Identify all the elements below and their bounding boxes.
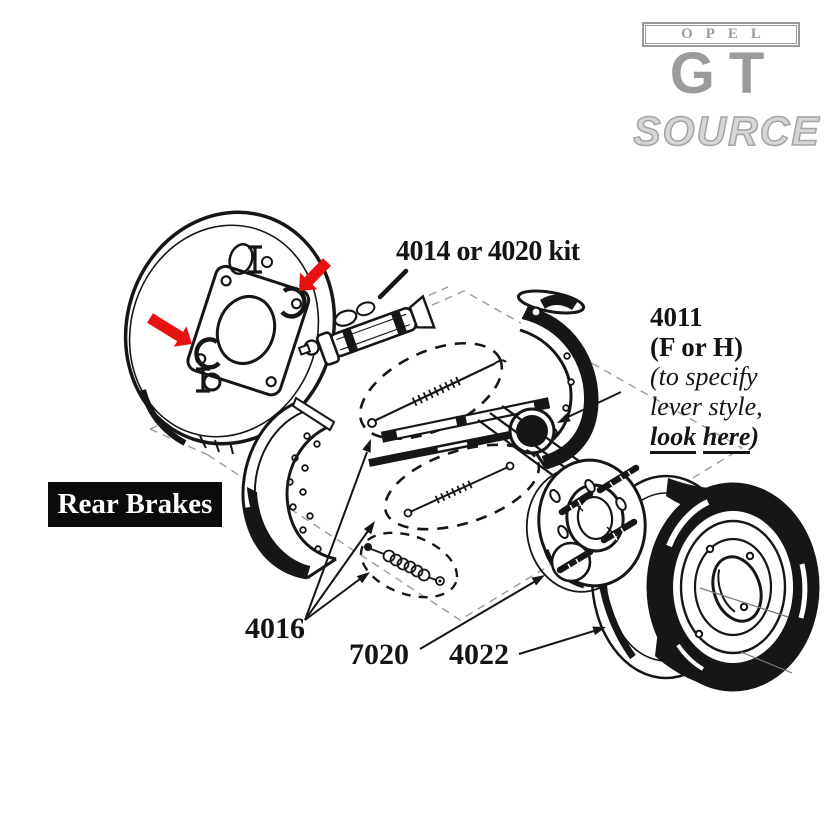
red-arrow-right-icon (299, 258, 331, 291)
link-close-paren: ) (750, 422, 760, 451)
label-part-4022: 4022 (449, 638, 509, 671)
red-arrow-left-icon (147, 313, 192, 347)
backing-plate (123, 210, 337, 455)
rear-brakes-title-badge: Rear Brakes (48, 482, 222, 527)
source-logo-text: SOURCE (633, 107, 821, 155)
highlight-arrows (147, 258, 331, 347)
hold-down-spring (359, 531, 459, 599)
label-part-4011: 4011 (F or H) (to specify lever style, l… (650, 302, 763, 454)
label-kit-4014-4020: 4014 or 4020 kit (396, 236, 580, 267)
parking-brake-lever (516, 289, 586, 318)
part-4011-note-line1: (to specify (650, 362, 758, 391)
arrow-4011 (557, 391, 622, 423)
wheel-cylinder (297, 294, 436, 366)
drum-center-hole (711, 555, 763, 623)
axle-shaft-lines (477, 405, 587, 483)
opel-logo-badge: OPEL (642, 22, 800, 47)
label-part-7020: 7020 (349, 638, 409, 671)
gt-logo-text: GT (669, 41, 779, 106)
kit-leader-line (377, 268, 409, 300)
arrow-7020 (419, 575, 545, 650)
part-4011-note-line2: lever style, (650, 392, 763, 421)
arrow-4016-b (304, 521, 375, 621)
arrow-4022 (518, 626, 606, 655)
shoe-anchor-left (194, 337, 221, 370)
leader-arrows (304, 391, 622, 655)
part-4011-link-line: look here) (650, 422, 763, 454)
opel-logo-text: OPEL (645, 25, 797, 44)
wheel-studs (558, 464, 640, 544)
look-here-link-2[interactable]: here (702, 422, 751, 454)
brake-shoe-front (241, 396, 337, 580)
return-spring-middle (383, 443, 541, 531)
hub-assembly (525, 458, 647, 593)
axle-bore (215, 295, 277, 365)
brake-shoe-rear-4011 (508, 289, 599, 470)
label-part-4016: 4016 (245, 612, 305, 645)
part-4011-variant: (F or H) (650, 332, 743, 362)
look-here-link[interactable]: look (650, 422, 697, 454)
arrow-4016-c (304, 572, 370, 621)
part-4011-number: 4011 (650, 302, 703, 332)
arrow-4016-a (304, 439, 371, 621)
shoe-anchor-right (280, 286, 307, 319)
spring-coils (411, 376, 461, 407)
